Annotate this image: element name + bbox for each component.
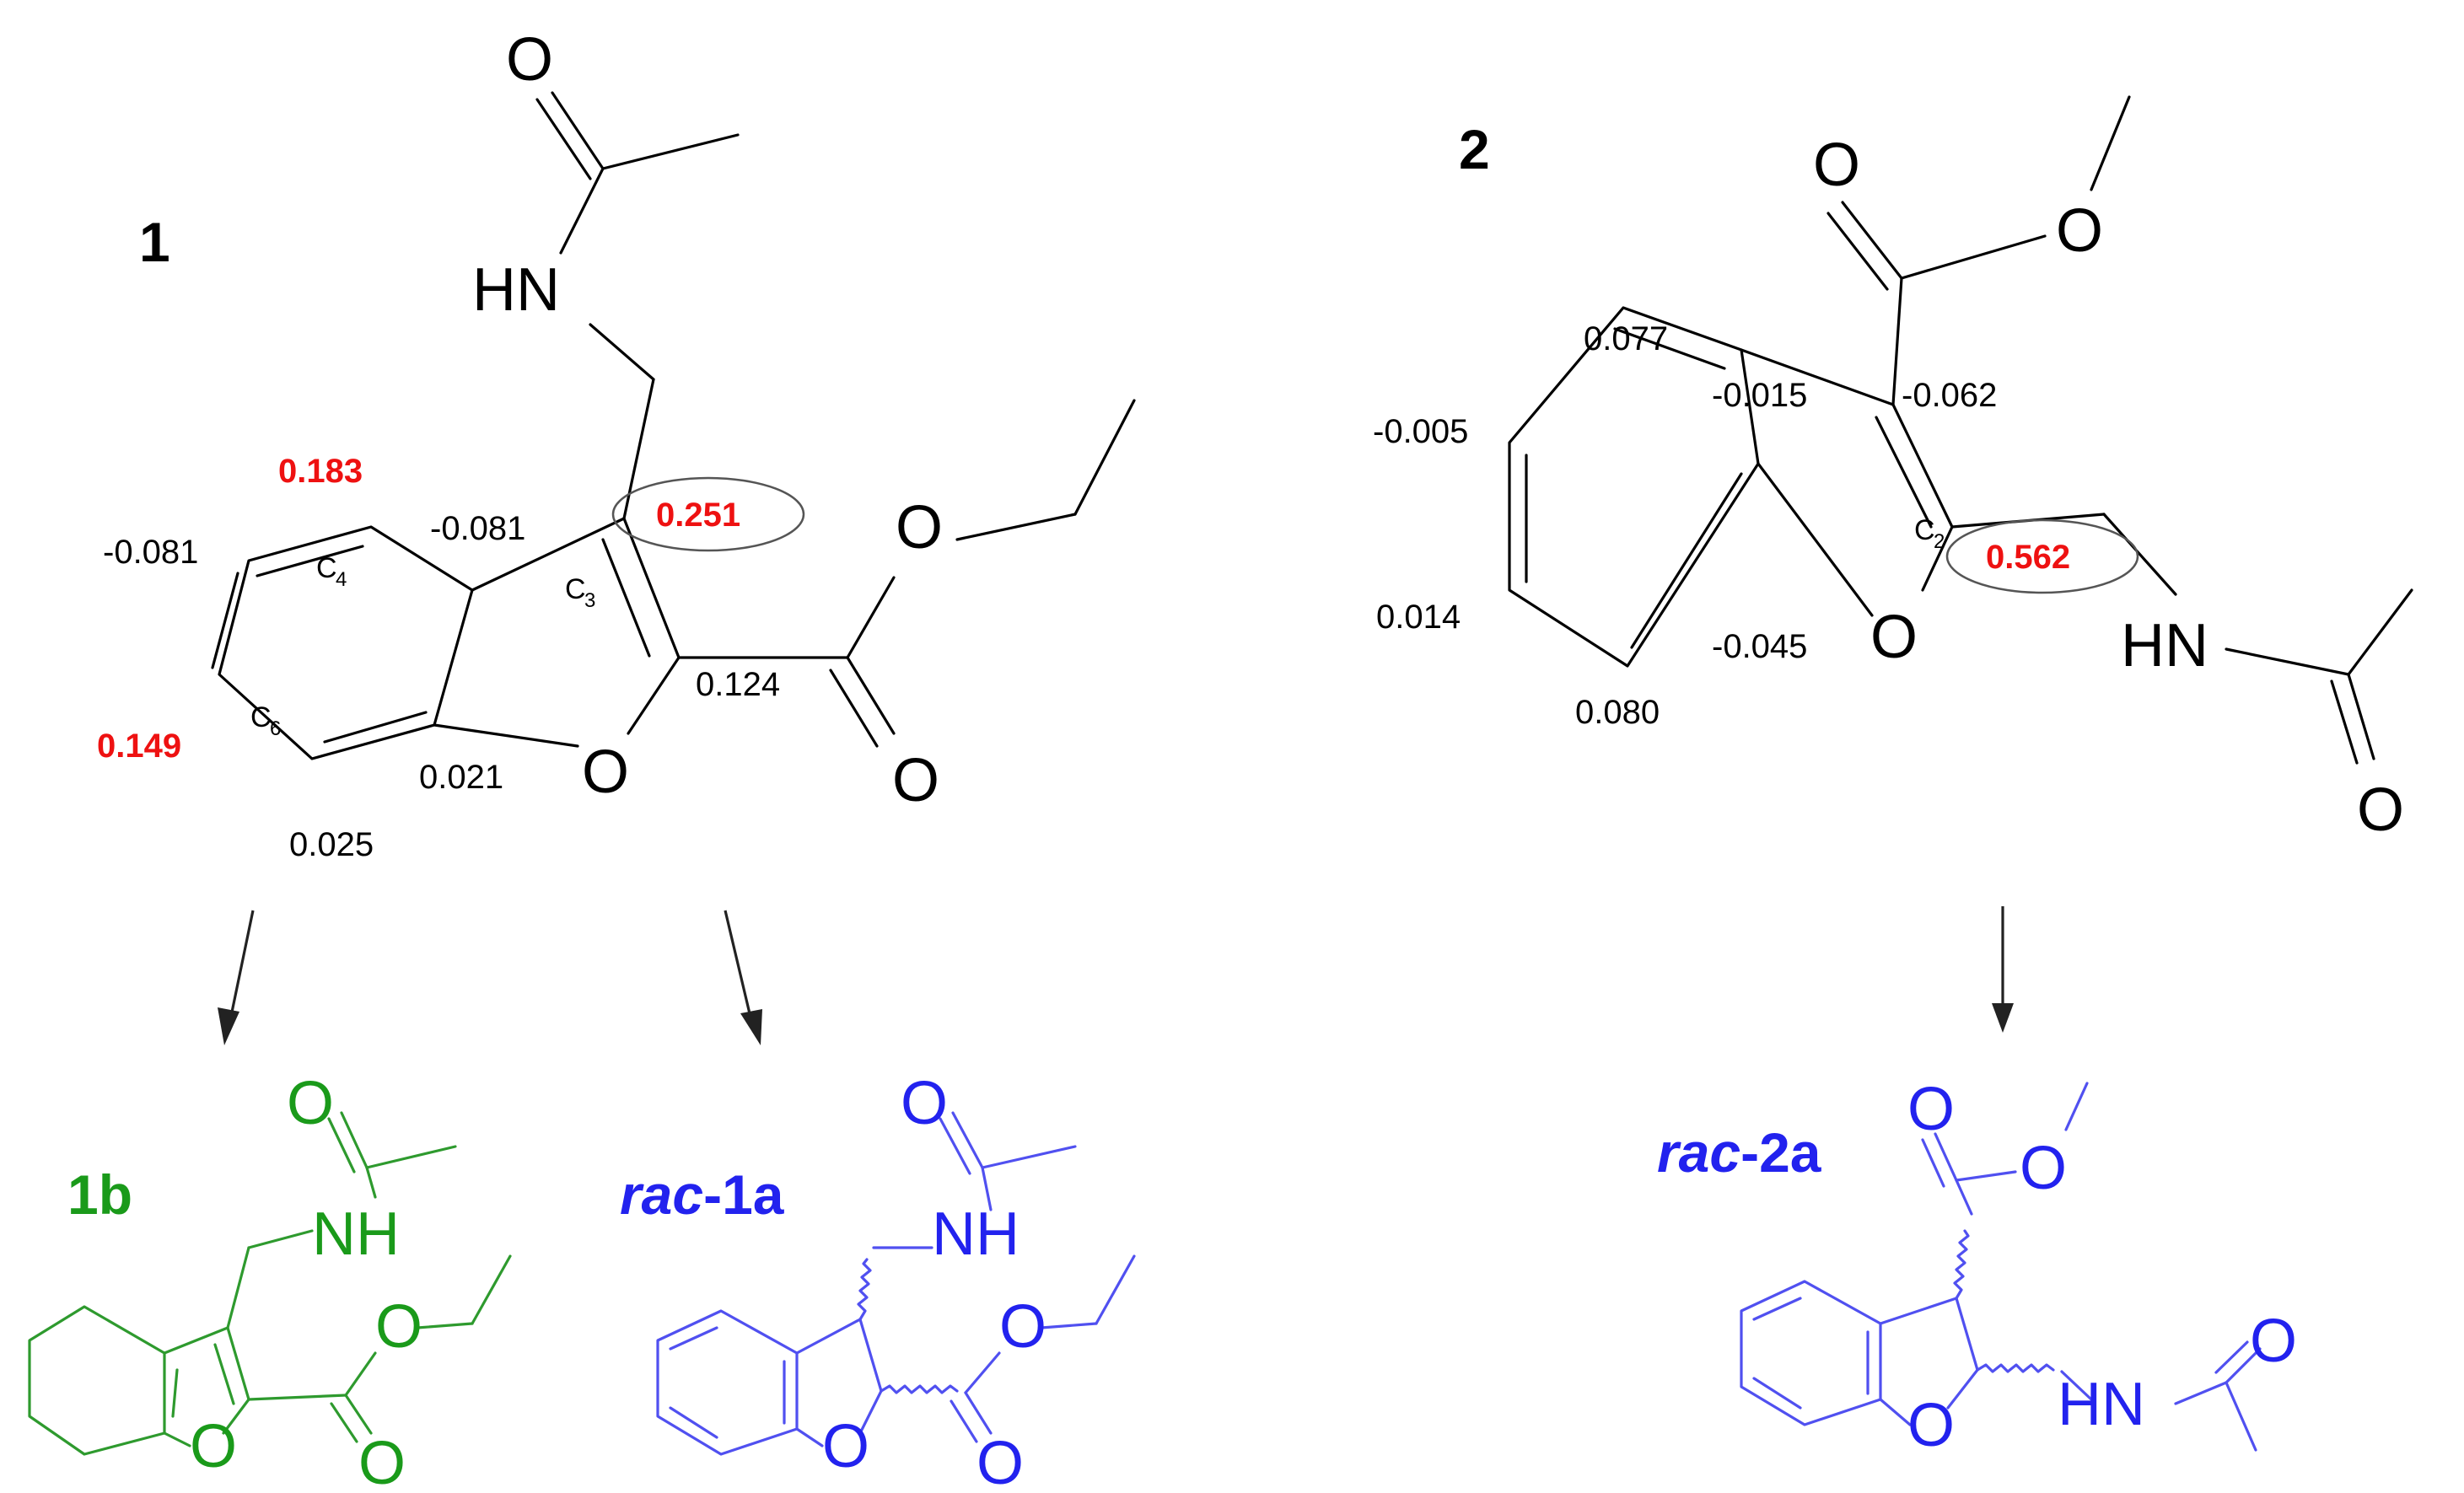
compound-2-charge: 0.077 <box>1584 320 1668 357</box>
product-1b-carbonyl-o-atom: O <box>358 1430 406 1493</box>
product-rac-2a-ring-o-atom: O <box>1907 1392 1955 1459</box>
svg-text:C: C <box>250 701 272 733</box>
compound-1-structure: 1 O HN O O O C 4 <box>97 26 1136 863</box>
product-rac-1a-ester-o-atom: O <box>999 1293 1046 1361</box>
compound-1-c4-label: C 4 <box>316 552 347 591</box>
product-rac-2a-acetyl-o-atom: O <box>2250 1308 2297 1375</box>
compound-1-charge: 0.025 <box>289 826 374 863</box>
product-rac-1a-ring-o-atom: O <box>822 1413 869 1480</box>
compound-1-c3-label: C 3 <box>565 573 595 612</box>
compound-1-ester-o-atom: O <box>896 494 943 561</box>
compound-1-nh-atom: HN <box>472 256 560 324</box>
compound-1-acetyl-o-atom: O <box>506 26 553 94</box>
compound-2-carbonyl-o-atom: O <box>1813 132 1860 199</box>
product-rac-2a-structure: rac-2a O O O HN O <box>1657 1076 2297 1459</box>
compound-2-ring-o-atom: O <box>1870 604 1918 671</box>
product-rac-1a-acetyl-o-atom: O <box>901 1070 948 1137</box>
product-rac-2a-ester-o-atom: O <box>2020 1135 2067 1202</box>
compound-2-charge: -0.015 <box>1712 377 1807 414</box>
product-1b-structure: 1b O NH O O O <box>28 1070 512 1493</box>
product-1b-acetyl-o-atom: O <box>287 1070 334 1137</box>
compound-2-charge: 0.562 <box>1986 539 2070 576</box>
product-rac-1a-label: rac-1a <box>620 1163 785 1226</box>
product-rac-1a-carbonyl-o-atom: O <box>976 1430 1024 1493</box>
product-1b-ester-o-atom: O <box>375 1293 422 1361</box>
compound-2-label: 2 <box>1459 118 1490 180</box>
compound-2-nh-atom: HN <box>2121 612 2208 679</box>
svg-text:3: 3 <box>584 589 595 612</box>
compound-1-c6-label: C 6 <box>250 701 281 740</box>
compound-2-charge: 0.014 <box>1376 599 1461 636</box>
compound-1-charge: -0.081 <box>103 534 198 571</box>
compound-2-charge: 0.080 <box>1575 694 1660 731</box>
compound-2-charge: -0.062 <box>1902 377 1997 414</box>
product-rac-1a-nh-atom: NH <box>932 1200 1019 1268</box>
compound-2-c2-highlight-oval <box>1945 518 2139 594</box>
compound-2-c2-label: C 2 <box>1914 514 1945 553</box>
compound-2-ester-o-atom: O <box>2056 197 2103 265</box>
arrow-to-rac-1a <box>724 910 762 1045</box>
svg-text:2: 2 <box>1934 530 1945 553</box>
product-1b-nh-atom: NH <box>312 1200 400 1268</box>
compound-1-ring-o-atom: O <box>582 738 629 806</box>
compound-2-structure: 2 O O O HN O C 2 0.077 -0. <box>1373 95 2413 844</box>
product-rac-2a-label: rac-2a <box>1657 1121 1822 1184</box>
arrow-to-rac-2a <box>1992 906 2014 1033</box>
compound-1-c3-highlight-oval <box>611 476 805 552</box>
compound-1-charge: 0.251 <box>656 497 740 534</box>
compound-1-charge: 0.149 <box>97 728 181 765</box>
compound-1-charge: -0.081 <box>430 510 525 547</box>
svg-text:4: 4 <box>336 568 347 591</box>
compound-1-charge: 0.183 <box>278 453 363 490</box>
product-rac-1a-structure: rac-1a O NH O O O <box>620 1070 1136 1493</box>
compound-2-charge: -0.005 <box>1373 413 1468 450</box>
compound-1-charge: 0.124 <box>696 666 780 703</box>
arrow-to-1b <box>218 910 255 1045</box>
compound-1-charge: 0.021 <box>419 759 503 796</box>
svg-text:C: C <box>316 552 337 584</box>
product-rac-2a-nh-atom: HN <box>2058 1371 2145 1438</box>
reaction-arrows <box>218 906 2014 1045</box>
product-rac-2a-carbonyl-o-atom: O <box>1907 1076 1955 1143</box>
compound-2-acetyl-o-atom: O <box>2357 776 2404 844</box>
svg-text:C: C <box>1914 514 1935 546</box>
svg-text:6: 6 <box>270 717 281 740</box>
product-1b-label: 1b <box>67 1163 132 1226</box>
compound-1-label: 1 <box>139 211 170 273</box>
product-1b-ring-o-atom: O <box>190 1413 237 1480</box>
svg-text:C: C <box>565 573 586 605</box>
compound-2-charge: -0.045 <box>1712 628 1807 665</box>
compound-1-carbonyl-o-atom: O <box>892 747 939 814</box>
